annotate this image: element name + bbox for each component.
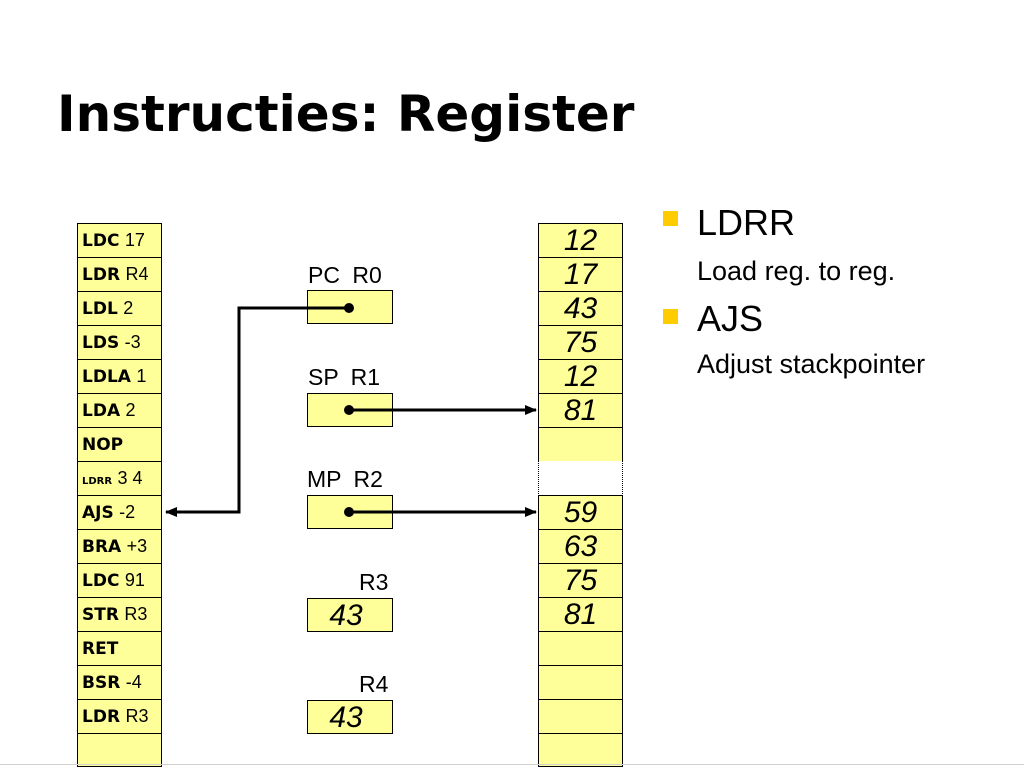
program-cell: LDRR 3 4 [77, 461, 162, 496]
stack-cell: 43 [538, 291, 623, 326]
register-value: 43 [329, 701, 363, 734]
stack-value: 59 [563, 496, 598, 529]
program-cell: LDR R3 [77, 699, 162, 734]
operand: 91 [124, 570, 145, 590]
stack-value: 81 [563, 598, 598, 631]
program-cell: BRA +3 [77, 529, 162, 564]
stack-cell [538, 733, 623, 767]
opcode: LDL [82, 299, 118, 319]
stack-gap [538, 461, 623, 496]
stack-value: 17 [563, 258, 598, 291]
stack-value: 63 [563, 530, 598, 563]
operand: -3 [124, 332, 141, 352]
stack-cell: 12 [538, 359, 623, 394]
stack-cell [538, 427, 623, 462]
operand: 17 [124, 230, 145, 250]
bullet-description: Adjust stackpointer [697, 349, 926, 379]
stack-value: 75 [563, 326, 598, 359]
stack-value: 81 [563, 394, 598, 427]
program-cell: LDR R4 [77, 257, 162, 292]
program-cell: LDL 2 [77, 291, 162, 326]
square-bullet-icon [663, 309, 678, 324]
opcode: BRA [82, 537, 122, 557]
program-cell: LDC 17 [77, 223, 162, 258]
stack-value: 43 [563, 292, 598, 325]
mp-pointer-arrow [344, 507, 537, 517]
operand: 3 4 [117, 468, 143, 488]
program-cell: NOP [77, 427, 162, 462]
operand: R3 [124, 604, 148, 624]
operand: R4 [125, 264, 149, 284]
operand: R3 [125, 706, 149, 726]
opcode: LDC [82, 231, 120, 251]
bullet-description: Load reg. to reg. [697, 256, 896, 286]
slide-title: Instructies: Register [57, 85, 635, 143]
stack-cell: 63 [538, 529, 623, 564]
sp-pointer-arrow [344, 405, 537, 415]
opcode: NOP [82, 435, 124, 455]
register-label: PC R0 [308, 262, 382, 288]
stack-cell [538, 631, 623, 666]
operand: 2 [125, 400, 136, 420]
stack-cell: 59 [538, 495, 623, 530]
register-box: 43 [307, 700, 393, 734]
opcode: BSR [82, 673, 121, 693]
register-label: SP R1 [308, 364, 381, 390]
program-cell [77, 733, 162, 767]
program-cell: LDC 91 [77, 563, 162, 598]
register-box: 43 [307, 598, 393, 632]
opcode: LDR [82, 707, 121, 727]
opcode: STR [82, 605, 119, 625]
register-value: 43 [329, 599, 363, 632]
opcode: LDS [82, 333, 120, 353]
bullet-heading: LDRR [697, 202, 796, 243]
opcode: LDA [82, 401, 121, 421]
operand: +3 [126, 536, 148, 556]
opcode: LDC [82, 571, 120, 591]
stack-value: 12 [563, 224, 598, 257]
opcode: LDR [82, 265, 121, 285]
stack-value: 12 [563, 360, 598, 393]
operand: 1 [136, 366, 147, 386]
stack-cell [538, 699, 623, 734]
bullet-heading: AJS [697, 298, 764, 339]
operand: -4 [125, 672, 142, 692]
stack-cell: 75 [538, 563, 623, 598]
operand: 2 [123, 298, 134, 318]
stack-cell: 17 [538, 257, 623, 292]
opcode: AJS [82, 503, 114, 523]
stack-value: 75 [563, 564, 598, 597]
square-bullet-icon [663, 211, 678, 226]
register-label: R3 [359, 569, 389, 595]
register-label: MP R2 [307, 466, 383, 492]
stack-cell: 12 [538, 223, 623, 258]
program-cell: LDS -3 [77, 325, 162, 360]
program-cell: LDLA 1 [77, 359, 162, 394]
opcode: LDLA [82, 367, 131, 387]
bottom-divider [0, 764, 1024, 765]
program-cell: LDA 2 [77, 393, 162, 428]
program-cell: BSR -4 [77, 665, 162, 700]
pc-pointer-arrow [165, 303, 354, 517]
operand: -2 [119, 502, 136, 522]
opcode: RET [82, 639, 119, 659]
opcode: LDRR [82, 476, 113, 487]
register-label: R4 [359, 671, 389, 697]
